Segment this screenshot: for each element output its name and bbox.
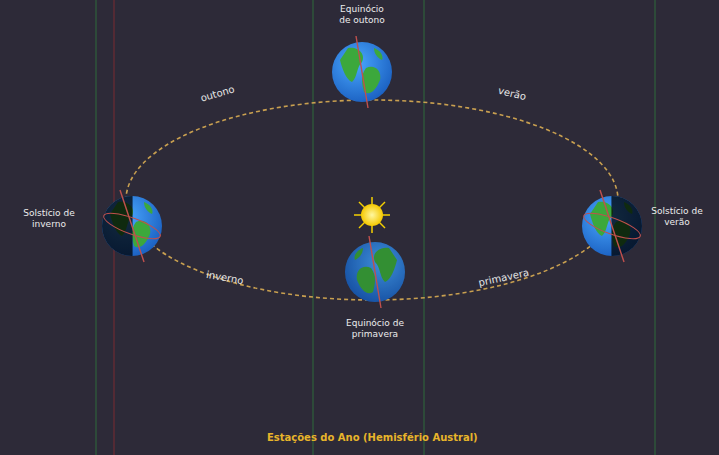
season-label: verão <box>497 85 527 103</box>
season-label: outono <box>199 83 236 103</box>
position-label: Equinócio de outono <box>336 4 388 26</box>
position-label: Equinócio de primavera <box>346 318 404 340</box>
diagram-title: Estações do Ano (Hemisfério Austral) <box>267 432 478 443</box>
position-label: Solstício de inverno <box>22 208 76 230</box>
position-label: Solstício de verão <box>650 206 704 228</box>
season-label: inverno <box>205 269 244 286</box>
season-label: primavera <box>477 267 530 288</box>
